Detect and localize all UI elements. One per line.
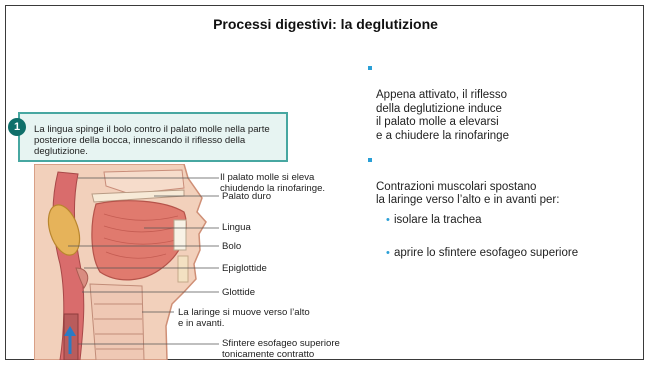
sub-bullet-marker: •	[386, 247, 390, 260]
bullet-marker	[368, 66, 372, 70]
sub-bullet-marker: •	[386, 213, 390, 226]
label-epiglottis: Epiglottide	[222, 263, 267, 274]
bullet-item: Contrazioni muscolari spostano la laring…	[368, 154, 638, 275]
bullet-text: Appena attivato, il riflesso della deglu…	[376, 89, 509, 142]
figure-caption-box: La lingua spinge il bolo contro il palat…	[18, 112, 288, 162]
label-tongue: Lingua	[222, 222, 251, 233]
step-number-badge: 1	[8, 118, 26, 136]
slide-title: Processi digestivi: la deglutizione	[213, 16, 438, 32]
label-soft-palate: Il palato molle si eleva chiudendo la ri…	[220, 172, 326, 194]
label-larynx: La laringe si muove verso l’alto e in av…	[178, 307, 310, 329]
bullet-item: Appena attivato, il riflesso della deglu…	[368, 62, 638, 144]
label-upper-esophageal-sphincter: Sfintere esofageo superiore tonicamente …	[222, 338, 340, 360]
sub-bullet-text: aprire lo sfintere esofageo superiore	[394, 247, 579, 260]
slide-frame	[5, 5, 644, 360]
bullet-text: Contrazioni muscolari spostano la laring…	[376, 180, 560, 207]
label-hard-palate: Palato duro	[222, 191, 272, 202]
bullet-marker	[368, 157, 372, 162]
throat-anatomy-illustration	[34, 164, 219, 360]
sub-bullet-item: • aprire lo sfintere esofageo superiore	[376, 247, 638, 261]
label-bolus: Bolo	[222, 241, 242, 252]
figure-caption: La lingua spinge il bolo contro il palat…	[34, 124, 270, 158]
bullet-list: Appena attivato, il riflesso della deglu…	[368, 62, 638, 284]
label-glottis: Glottide	[222, 287, 256, 298]
sub-bullet-text: isolare la trachea	[394, 213, 482, 226]
sub-bullet-item: • isolare la trachea	[376, 214, 638, 228]
